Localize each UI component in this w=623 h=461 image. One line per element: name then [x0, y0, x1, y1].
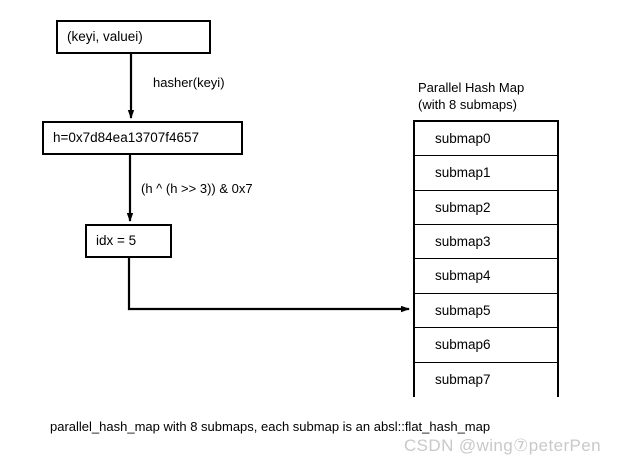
edge-index-to-submap5 — [127, 258, 410, 313]
submap-row-6: submap6 — [415, 328, 557, 363]
edge-label-mask-expression: (h ^ (h >> 3)) & 0x7 — [141, 181, 253, 196]
csdn-watermark: CSDN @wing⑦peterPen — [404, 436, 601, 455]
node-index-label: idx = 5 — [96, 233, 137, 249]
submap-label-6: submap6 — [435, 337, 491, 353]
node-hash-value: h=0x7d84ea13707f4657 — [42, 121, 243, 155]
submap-row-1: submap1 — [415, 156, 557, 191]
node-index: idx = 5 — [85, 224, 172, 258]
node-input-pair-label: (keyi, valuei) — [67, 29, 143, 45]
submap-row-3: submap3 — [415, 225, 557, 260]
submap-label-1: submap1 — [435, 165, 491, 181]
submap-row-0: submap0 — [415, 122, 557, 157]
submap-label-7: submap7 — [435, 371, 491, 387]
submap-label-5: submap5 — [435, 302, 491, 318]
submap-stack: submap0 submap1 submap2 submap3 submap4 … — [413, 120, 559, 397]
edge-label-hasher: hasher(keyi) — [153, 75, 225, 90]
submap-label-3: submap3 — [435, 234, 491, 249]
submap-label-4: submap4 — [435, 268, 491, 284]
submap-row-7: submap7 — [415, 362, 557, 397]
hashmap-title-line1: Parallel Hash Map — [418, 80, 525, 95]
node-input-pair: (keyi, valuei) — [56, 20, 211, 54]
submap-label-0: submap0 — [435, 130, 491, 146]
submap-row-2: submap2 — [415, 190, 557, 226]
submap-row-4: submap4 — [415, 259, 557, 294]
hashmap-title-line2: (with 8 submaps) — [418, 97, 517, 112]
node-hash-value-label: h=0x7d84ea13707f4657 — [53, 130, 200, 146]
hashmap-title: Parallel Hash Map (with 8 submaps) — [418, 79, 524, 113]
submap-row-5: submap5 — [415, 293, 557, 329]
submap-label-2: submap2 — [435, 199, 491, 215]
diagram-caption: parallel_hash_map with 8 submaps, each s… — [50, 419, 491, 434]
